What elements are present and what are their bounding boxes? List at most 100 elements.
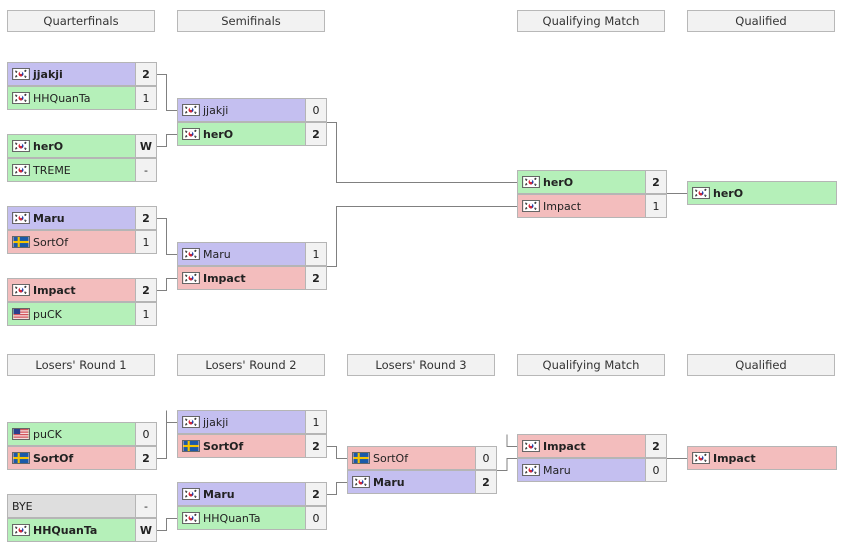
score: 2 xyxy=(475,471,496,493)
score: 2 xyxy=(135,279,156,301)
round-header-lower: Losers' Round 3 xyxy=(347,354,495,376)
round-header-lower: Qualifying Match xyxy=(517,354,665,376)
team-cell: herO xyxy=(688,182,836,204)
player-name: jjakji xyxy=(203,415,229,429)
team-cell: Maru xyxy=(348,471,475,493)
score: 2 xyxy=(305,267,326,289)
se-flag-icon xyxy=(12,452,30,464)
player-name: BYE xyxy=(12,499,33,513)
connector-line xyxy=(157,218,177,255)
match-slot[interactable]: BYE- xyxy=(7,494,157,518)
team-cell: Impact xyxy=(178,267,305,289)
team-cell: Impact xyxy=(8,279,135,301)
player-name: jjakji xyxy=(33,67,63,81)
connector-line xyxy=(157,518,177,531)
match-slot[interactable]: Impact 2 xyxy=(7,278,157,302)
player-name: puCK xyxy=(33,307,62,321)
team-cell: BYE xyxy=(8,495,135,517)
player-name: Impact xyxy=(203,271,246,285)
team-cell: SortOf xyxy=(8,231,135,253)
round-header-lower: Qualified xyxy=(687,354,835,376)
match-slot[interactable]: HHQuanTa 1 xyxy=(7,86,157,110)
kr-flag-icon xyxy=(12,524,30,536)
match-slot[interactable]: herO xyxy=(687,181,837,205)
team-cell: herO xyxy=(8,135,135,157)
match-slot[interactable]: puCK 0 xyxy=(7,422,157,446)
kr-flag-icon xyxy=(12,164,30,176)
player-name: SortOf xyxy=(373,451,409,465)
player-name: HHQuanTa xyxy=(203,511,261,525)
player-name: HHQuanTa xyxy=(33,91,91,105)
team-cell: jjakji xyxy=(178,411,305,433)
kr-flag-icon xyxy=(12,212,30,224)
se-flag-icon xyxy=(12,236,30,248)
team-cell: HHQuanTa xyxy=(178,507,305,529)
team-cell: Maru xyxy=(178,483,305,505)
score: 1 xyxy=(305,411,326,433)
team-cell: puCK xyxy=(8,303,135,325)
score: 1 xyxy=(645,195,666,217)
kr-flag-icon xyxy=(522,200,540,212)
player-name: Impact xyxy=(33,283,76,297)
match-slot[interactable]: Maru 2 xyxy=(177,482,327,506)
score: 1 xyxy=(135,87,156,109)
connector-line xyxy=(327,482,347,495)
score: 1 xyxy=(135,231,156,253)
kr-flag-icon xyxy=(12,284,30,296)
player-name: SortOf xyxy=(203,439,244,453)
team-cell: TREME xyxy=(8,159,135,181)
se-flag-icon xyxy=(352,452,370,464)
player-name: Maru xyxy=(33,211,65,225)
us-flag-icon xyxy=(12,308,30,320)
match-slot[interactable]: Impact 2 xyxy=(177,266,327,290)
match-slot[interactable]: TREME- xyxy=(7,158,157,182)
team-cell: Impact xyxy=(688,447,836,469)
kr-flag-icon xyxy=(12,140,30,152)
kr-flag-icon xyxy=(12,92,30,104)
kr-flag-icon xyxy=(182,512,200,524)
player-name: Maru xyxy=(203,487,235,501)
team-cell: SortOf xyxy=(348,447,475,469)
connector-line xyxy=(327,446,347,459)
score: 2 xyxy=(305,483,326,505)
match-slot[interactable]: jjakji 1 xyxy=(177,410,327,434)
score: 2 xyxy=(305,123,326,145)
kr-flag-icon xyxy=(182,248,200,260)
score: 0 xyxy=(305,507,326,529)
match-slot[interactable]: HHQuanTa 0 xyxy=(177,506,327,530)
team-cell: jjakji xyxy=(8,63,135,85)
connector-line xyxy=(327,206,517,267)
team-cell: Maru xyxy=(8,207,135,229)
match-slot[interactable]: herO 2 xyxy=(177,122,327,146)
match-slot[interactable]: SortOf 1 xyxy=(7,230,157,254)
score: 0 xyxy=(135,423,156,445)
player-name: herO xyxy=(203,127,234,141)
score: 2 xyxy=(135,447,156,469)
kr-flag-icon xyxy=(12,68,30,80)
player-name: jjakji xyxy=(203,103,229,117)
player-name: herO xyxy=(543,175,574,189)
match-slot[interactable]: Impact xyxy=(687,446,837,470)
kr-flag-icon xyxy=(692,187,710,199)
kr-flag-icon xyxy=(522,464,540,476)
player-name: puCK xyxy=(33,427,62,441)
round-header-upper: Quarterfinals xyxy=(7,10,155,32)
connector-line xyxy=(497,458,517,471)
player-name: SortOf xyxy=(33,235,69,249)
